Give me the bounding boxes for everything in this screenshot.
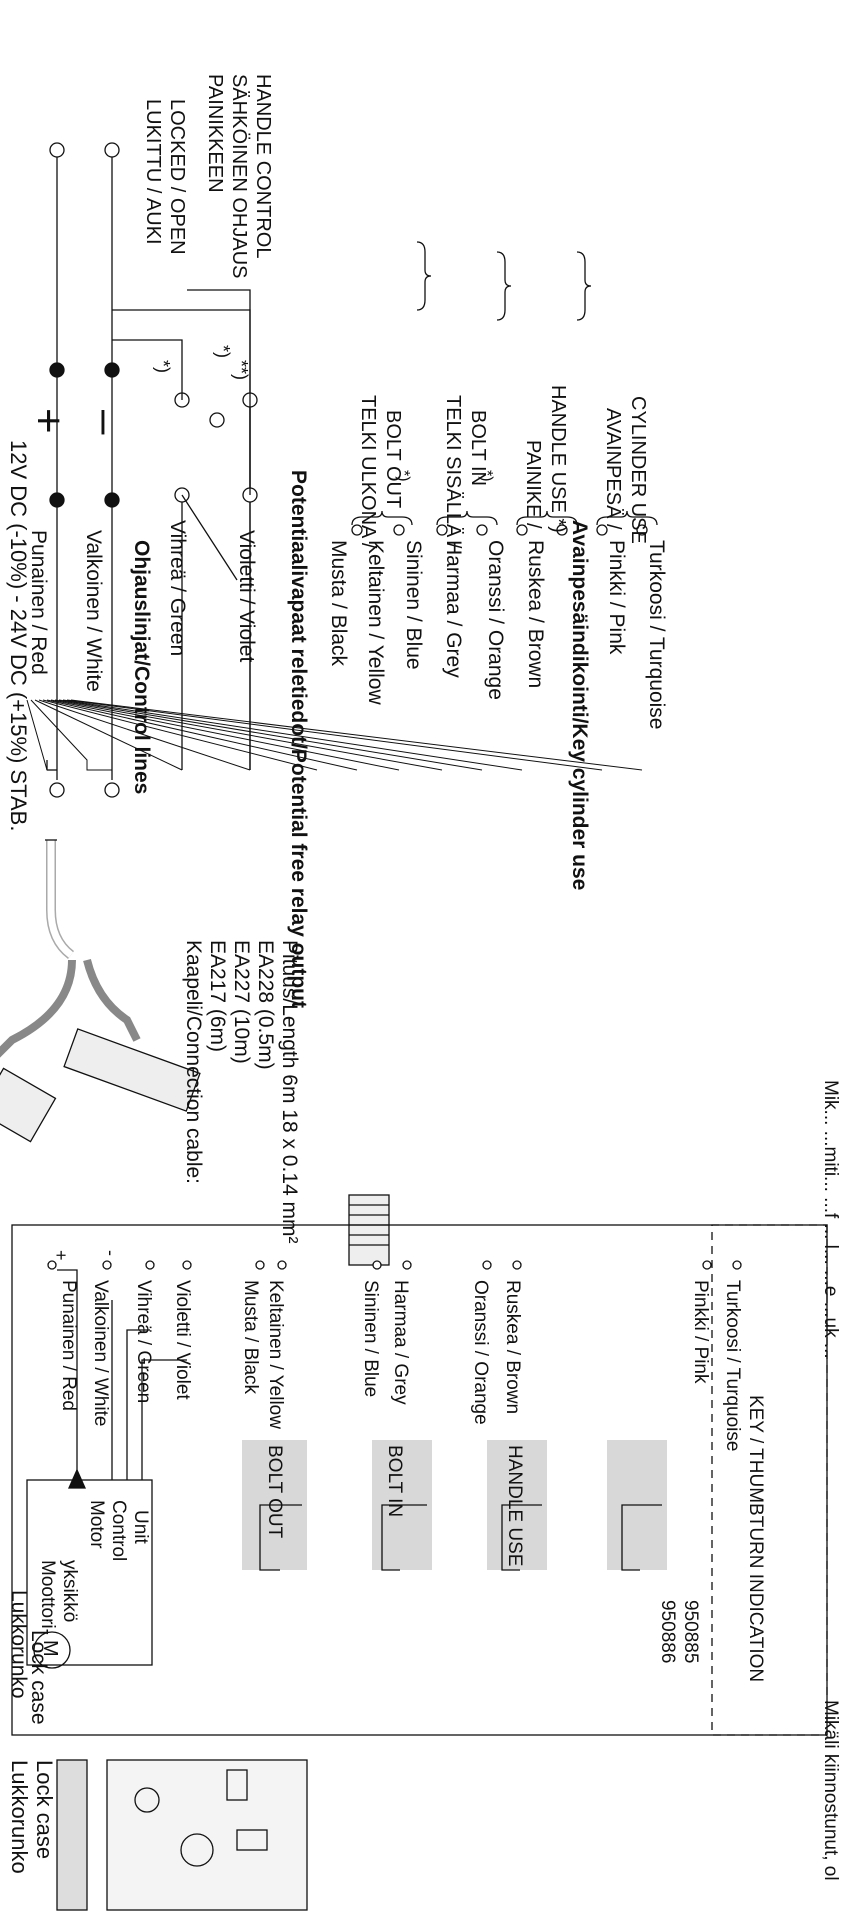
lock-label-fi: LUKITTU / AUKI: [142, 99, 164, 245]
wire-label-green: Vihreä / Green: [166, 520, 189, 656]
note-dstar: **): [231, 360, 251, 380]
lock-wire-white: Valkoinen / White: [90, 1280, 111, 1426]
wire-label-turquoise: Turkoosi / Turquoise: [645, 540, 668, 729]
lock-minus: -: [101, 1250, 121, 1256]
wire-label-blue: Sininen / Blue: [402, 540, 425, 670]
lock-wire-blue: Sininen / Blue: [360, 1280, 381, 1397]
lock-wire-yellow: Keltainen / Yellow: [265, 1280, 286, 1429]
group-heading-key: Avainpesäindikointi/Key cylinder use: [568, 520, 591, 890]
relay-group-labels: TELKI ULKONA / BOLT OUT *) TELKI SISÄLLÄ…: [357, 385, 649, 549]
supply-minus-symbol: –: [82, 410, 131, 435]
motor-fi-2: yksikkö: [59, 1560, 80, 1622]
relay-label-bolt-out: BOLT OUT: [264, 1445, 285, 1539]
supply-voltage-text: 12V DC (-10%) - 24V DC (+15%) STAB.: [6, 440, 31, 831]
lock-case-label-fi: Lukkorunko: [7, 1590, 30, 1699]
relay-label-key: KEY / THUMBTURN INDICATION: [745, 1395, 766, 1682]
lock-wire-turquoise: Turkoosi / Turquoise: [722, 1280, 743, 1451]
cable-info: Kaapeli/Connection cable: EA217 (6m) EA2…: [182, 940, 301, 1244]
lock-case-label-en: Lock case: [27, 1630, 50, 1725]
lock-wire-red: Punainen / Red: [58, 1280, 79, 1411]
cable-info-length: Pituus/Length 6m 18 x 0.14 mm²: [278, 940, 301, 1244]
wire-label-black: Musta / Black: [327, 540, 350, 667]
wire-label-orange: Oranssi / Orange: [484, 540, 507, 700]
relay-cylinder-l1: AVAINPESÄ /: [602, 408, 624, 530]
wire-label-white: Valkoinen / White: [82, 530, 105, 692]
motor-en-3: Unit: [130, 1510, 151, 1545]
note-star-2: *): [213, 345, 233, 358]
lock-relays: [242, 1440, 667, 1571]
wire-label-pink: Pinkki / Pink: [605, 540, 628, 655]
relay-handle-l1: PAINIKE /: [522, 440, 544, 529]
cable-info-ea227: EA227 (10m): [230, 940, 253, 1064]
bottom-note-left: Mikäli kiinnostunut, ol: [820, 1700, 841, 1881]
relay-bolt-in-l2: BOLT IN: [467, 410, 489, 486]
connector-plug-small: [0, 1067, 57, 1143]
handle-label-en: HANDLE CONTROL: [252, 74, 274, 258]
relay-label-bolt-in: BOLT IN: [384, 1445, 405, 1517]
motor-symbol: [33, 1631, 71, 1669]
motor-en-1: Motor: [86, 1500, 107, 1549]
lock-internal-wires: [47, 1260, 742, 1489]
relay-bolt-in-l1: TELKI SISÄLLÄ /: [442, 395, 464, 549]
connector-plug-large: [63, 1028, 201, 1112]
lock-wire-violet: Violetti / Violet: [172, 1280, 193, 1400]
wire-fan: [26, 699, 643, 771]
lock-wire-orange: Oranssi / Orange: [470, 1280, 491, 1425]
cable-wire-labels: Punainen / Red Valkoinen / White Ohjausl…: [27, 470, 668, 1008]
note-star: *): [153, 360, 173, 373]
lock-wire-labels: Punainen / Red Valkoinen / White Vihreä …: [58, 1280, 743, 1451]
motor-fi-1: Moottori-: [37, 1560, 58, 1635]
handle-label-fi-1: PAINIKKEEN: [204, 74, 226, 193]
wire-label-red: Punainen / Red: [27, 530, 50, 675]
lock-wire-black: Musta / Black: [240, 1280, 261, 1395]
outer-lock-label-en: Lock case: [32, 1760, 57, 1859]
motor-symbol-letter: M: [39, 1640, 61, 1657]
relay-bolt-out-l1: TELKI ULKONA /: [357, 395, 379, 549]
lock-plus: +: [51, 1250, 71, 1261]
handle-label-fi-2: SÄHKÖINEN OHJAUS: [228, 74, 250, 278]
wire-label-brown: Ruskea / Brown: [524, 540, 547, 688]
outer-lock-label-fi: Lukkorunko: [7, 1760, 32, 1874]
lock-wire-grey: Harmaa / Grey: [390, 1280, 411, 1405]
relay-bolt-out-note: *): [395, 470, 412, 482]
lock-case-key-box: [711, 1224, 828, 1736]
cable-info-ea217: EA217 (6m): [206, 940, 229, 1052]
group-heading-control: Ohjauslinjat/Control lines: [130, 540, 153, 794]
lock-label-en: LOCKED / OPEN: [166, 99, 188, 255]
relay-bolt-in-note: *): [478, 470, 495, 482]
bottom-note-right: Mik... ...miti... ...f ... l... ...e ...…: [820, 1080, 841, 1359]
relay-handle-l2: HANDLE USE *): [547, 385, 569, 533]
cable-info-ea228: EA228 (0.5m): [254, 940, 277, 1070]
wire-label-yellow: Keltainen / Yellow: [364, 540, 387, 705]
lock-case-illustration: [56, 1759, 308, 1911]
wire-label-grey: Harmaa / Grey: [442, 540, 465, 678]
relay-cylinder-l2: CYLINDER USE: [627, 396, 649, 544]
part-number-2: 950885: [680, 1600, 701, 1663]
part-number-1: 950886: [657, 1600, 678, 1663]
relay-label-handle-use: HANDLE USE: [504, 1445, 525, 1566]
lock-wire-pink: Pinkki / Pink: [690, 1280, 711, 1384]
connection-cable: [0, 839, 201, 1143]
relay-bolt-out-l2: BOLT OUT: [382, 410, 404, 508]
lock-case-connector: [348, 1194, 390, 1266]
motor-unit-box: [26, 1479, 153, 1666]
wire-label-violet: Violetti / Violet: [235, 530, 258, 662]
cable-info-title: Kaapeli/Connection cable:: [182, 940, 205, 1184]
group-heading-relay: Potentiaalivapaat reletiedot/Potential f…: [287, 470, 310, 1008]
lock-wire-brown: Ruskea / Brown: [502, 1280, 523, 1414]
lock-wire-green: Vihreä / Green: [133, 1280, 154, 1403]
supply-plus-symbol: +: [24, 408, 73, 434]
motor-en-2: Control: [108, 1500, 129, 1561]
relay-terminals: [351, 241, 658, 536]
